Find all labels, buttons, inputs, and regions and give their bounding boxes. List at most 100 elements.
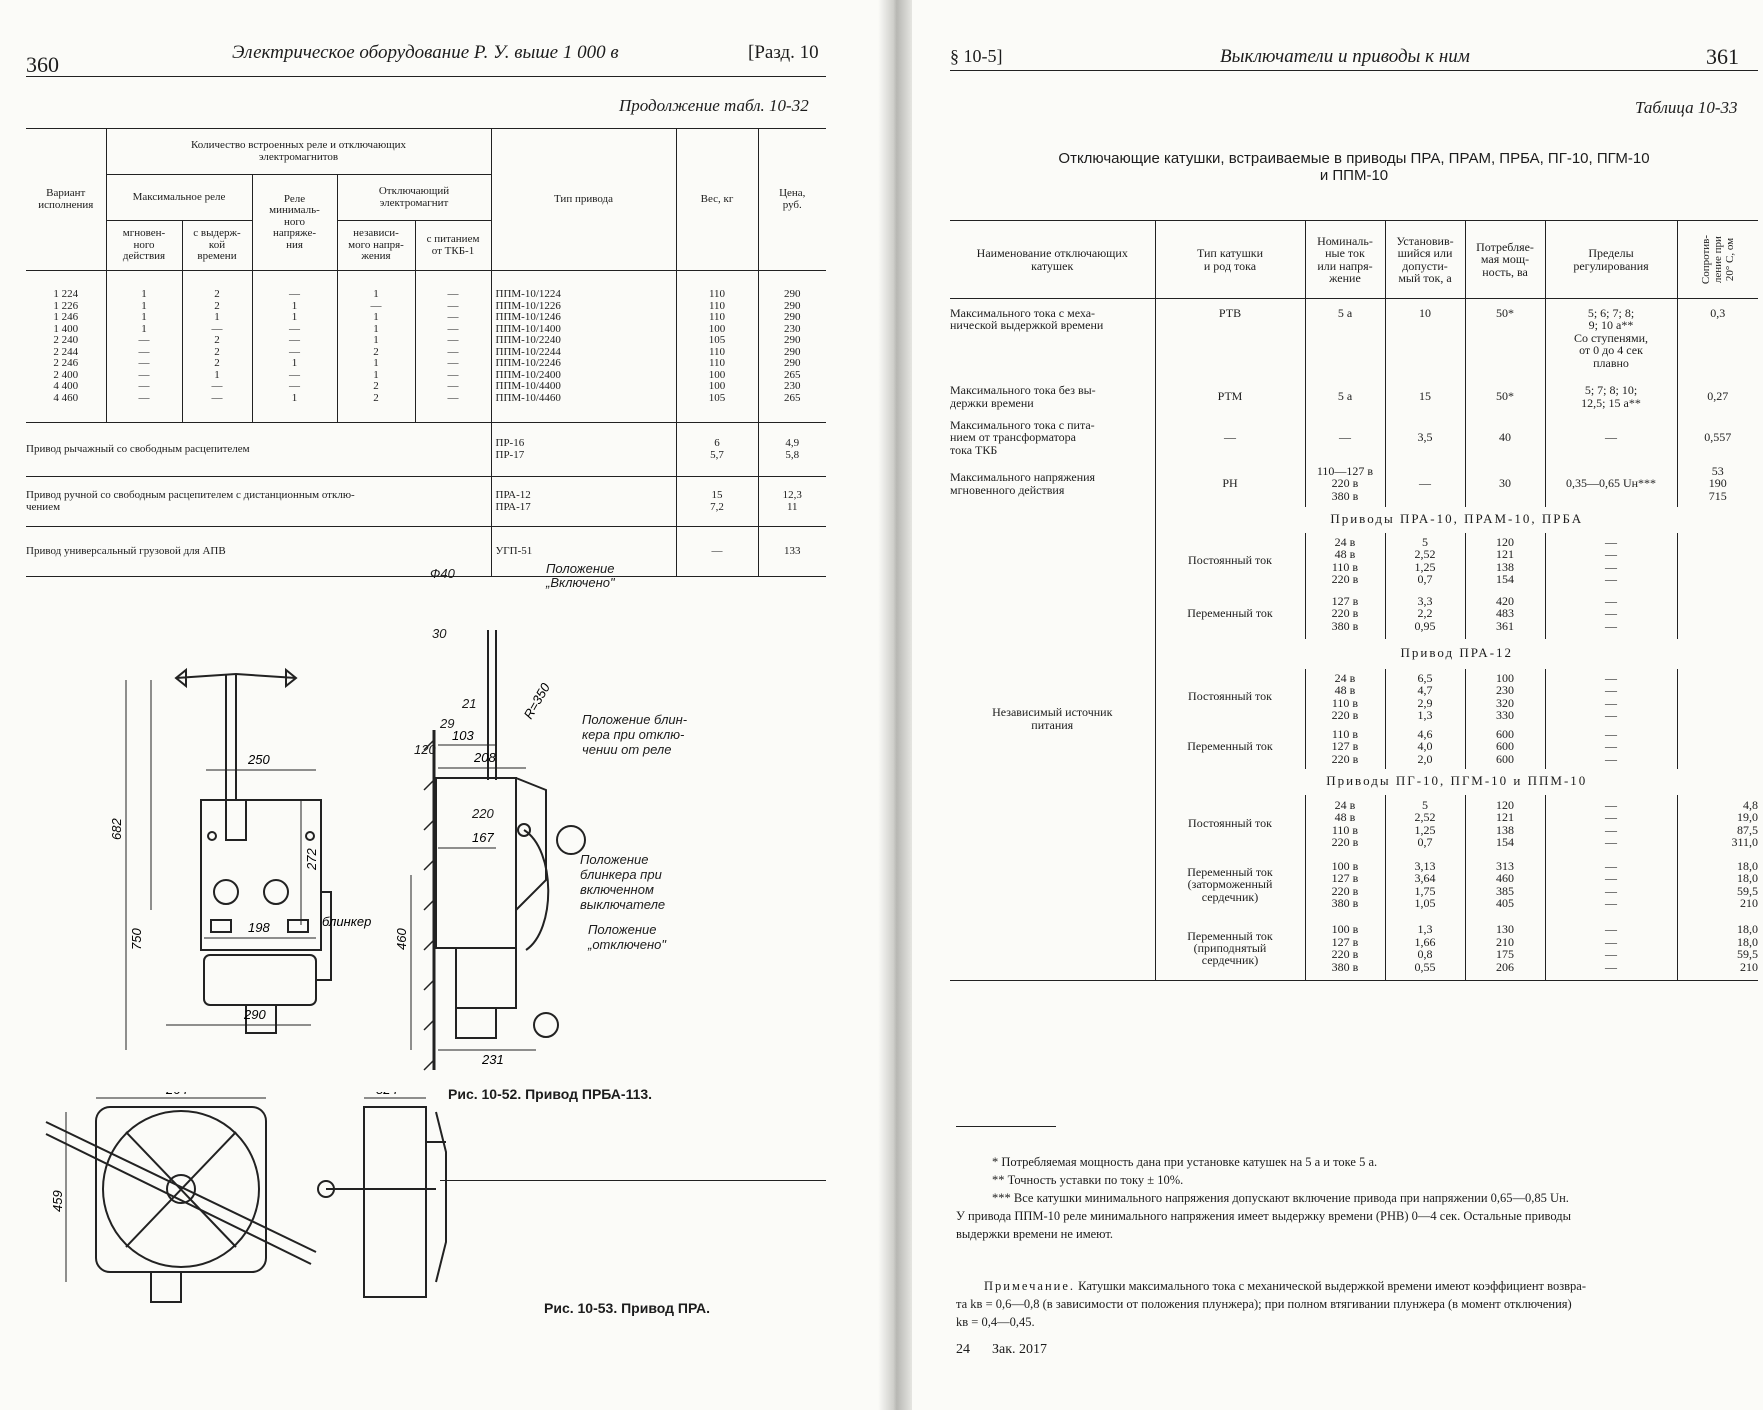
dim-208: 208 bbox=[473, 750, 496, 765]
figure-10-53-drawing: 264 524 459 bbox=[45, 1092, 447, 1303]
dim-30: 30 bbox=[432, 626, 447, 641]
section-number: § 10-5] bbox=[950, 46, 1003, 66]
cell-type: Постоянный ток bbox=[1154, 794, 1305, 853]
dim-250: 250 bbox=[247, 752, 270, 767]
header-price: Цена, руб. bbox=[757, 128, 826, 271]
cell-power: 100 230 320 330 bbox=[1464, 668, 1545, 725]
figure-10-52-caption: Рис. 10-52. Привод ПРБА-113. bbox=[448, 1086, 653, 1102]
row-weight: 6 5,7 bbox=[675, 422, 758, 477]
cell-regulation: — bbox=[1544, 414, 1677, 461]
note-line-3: kв = 0,4—0,45. bbox=[956, 1315, 1035, 1329]
cell-type: Переменный ток bbox=[1154, 588, 1305, 639]
cell-regulation: — — — bbox=[1544, 588, 1677, 639]
table-label: Таблица 10-33 bbox=[1635, 98, 1738, 117]
table-row: Привод рычажный со свободным расцепителе… bbox=[26, 422, 826, 477]
dim-103: 103 bbox=[452, 728, 474, 743]
table-row: Максимального напряжения мгновенного дей… bbox=[950, 460, 1758, 507]
header-resistance: Сопротив- ление при 20° С, ом bbox=[1699, 234, 1736, 285]
note-label: Примечание. bbox=[984, 1279, 1076, 1293]
drive-body bbox=[200, 799, 322, 951]
cell-power: 50* bbox=[1464, 378, 1545, 415]
cell-regulation: — — — — bbox=[1544, 916, 1677, 981]
table-10-33: Наименование отключающих катушек Тип кат… bbox=[950, 220, 1758, 981]
footnote-2: ** Точность уставки по току ± 10%. bbox=[992, 1173, 1184, 1187]
cell-nominal: 24 в 48 в 110 в 220 в bbox=[1304, 668, 1385, 725]
dim-220: 220 bbox=[472, 806, 494, 821]
cell-nominal: 100 в 127 в 220 в 380 в bbox=[1304, 852, 1385, 917]
cell-name: Максимального тока с меха- нической выде… bbox=[950, 306, 1104, 333]
header-instant: мгновен- ного действия bbox=[105, 220, 182, 271]
table-row: Переменный ток 110 в 127 в 220 в 4,6 4,0… bbox=[950, 724, 1758, 769]
cell-type: РН bbox=[1154, 460, 1305, 507]
cell-type: — bbox=[1154, 414, 1305, 461]
column-delay: 2 2 1 — 2 2 2 1 — — bbox=[181, 270, 252, 423]
row-label: Привод универсальный грузовой для АПВ bbox=[26, 544, 226, 557]
book-gutter bbox=[878, 0, 912, 1410]
pra-body-side bbox=[363, 1106, 427, 1298]
footnote-3: *** Все катушки минимального напряжения … bbox=[992, 1191, 1569, 1205]
cell-nominal: 127 в 220 в 380 в bbox=[1304, 588, 1385, 639]
dim-290: 290 bbox=[243, 1007, 266, 1022]
figure-10-53-caption: Рис. 10-53. Привод ПРА. bbox=[544, 1300, 711, 1316]
header-delay: с выдерж- кой времени bbox=[181, 220, 252, 271]
column-independent: 1 — 1 1 1 2 1 1 2 2 bbox=[336, 270, 415, 423]
footnote-rule bbox=[956, 1126, 1056, 1127]
blinker-box bbox=[203, 954, 317, 1006]
cell-regulation: — — — — bbox=[1544, 532, 1677, 589]
cell-regulation: 5; 7; 8; 10; 12,5; 15 а** bbox=[1544, 378, 1677, 415]
cell-settled: 3,5 bbox=[1384, 414, 1465, 461]
cell-regulation: — — — bbox=[1544, 724, 1677, 769]
label-on-position: Положение „Включено" bbox=[546, 561, 615, 590]
cell-name: Максимального напряжения мгновенного дей… bbox=[950, 470, 1096, 497]
table-title: Отключающие катушки, встраиваемые в прив… bbox=[1058, 150, 1650, 184]
signature-mark: 24 bbox=[956, 1342, 970, 1357]
cell-type: Постоянный ток bbox=[1154, 532, 1305, 589]
section-pra10: Приводы ПРА-10, ПРАМ-10, ПРБА bbox=[1154, 506, 1758, 533]
column-weight: 110 110 110 100 105 110 110 100 100 105 bbox=[675, 270, 758, 423]
cell-resistance: 18,0 18,0 59,5 210 bbox=[1676, 916, 1758, 981]
footnote-3-line-2: У привода ППМ-10 реле минимального напря… bbox=[956, 1209, 1571, 1223]
header-type: Тип привода bbox=[490, 128, 676, 271]
table-10-32: Вариант исполнения Количество встроенных… bbox=[26, 128, 826, 577]
cell-resistance: 0,557 bbox=[1676, 414, 1758, 461]
row-price: 133 bbox=[757, 526, 826, 577]
cell-regulation: — — — — bbox=[1544, 794, 1677, 853]
cell-power: 120 121 138 154 bbox=[1464, 532, 1545, 589]
cell-power: 600 600 600 bbox=[1464, 724, 1545, 769]
cell-name: Максимального тока без вы- держки времен… bbox=[950, 383, 1096, 410]
cell-type: Постоянный ток bbox=[1154, 668, 1305, 725]
header-rule-left bbox=[26, 76, 826, 77]
row-weight: 15 7,2 bbox=[675, 476, 758, 527]
cell-resistance: 18,0 18,0 59,5 210 bbox=[1676, 852, 1758, 917]
footnote-3-line-3: выдержки времени не имеют. bbox=[956, 1227, 1113, 1241]
running-title-left: Электрическое оборудование Р. У. выше 1 … bbox=[232, 42, 619, 63]
dim-524: 524 bbox=[376, 1092, 398, 1097]
header-power: Потребляе- мая мощ- ность, ва bbox=[1464, 220, 1545, 299]
figure-rule bbox=[440, 1180, 826, 1181]
cell-nominal: — bbox=[1304, 414, 1385, 461]
cell-resistance: 0,3 bbox=[1676, 298, 1758, 379]
cell-type: Переменный ток bbox=[1154, 724, 1305, 769]
table-row: Привод ручной со свободным расцепителем … bbox=[26, 476, 826, 527]
cell-type: Переменный ток (заторможенный сердечник) bbox=[1154, 852, 1305, 917]
header-independent: независи- мого напря- жения bbox=[336, 220, 415, 271]
cell-power: 40 bbox=[1464, 414, 1545, 461]
dim-272: 272 bbox=[304, 848, 319, 871]
section-ref: [Разд. 10 bbox=[748, 42, 819, 63]
header-rule-right bbox=[950, 70, 1758, 71]
figure-10-52-drawing: 185 682 750 250 272 198 290 блинкер 103 … bbox=[109, 630, 586, 1071]
dim-r350: R=350 bbox=[521, 680, 554, 722]
row-price: 4,9 5,8 bbox=[757, 422, 826, 477]
cell-regulation: 5; 6; 7; 8; 9; 10 а** Со ступенями, от 0… bbox=[1544, 298, 1677, 379]
label-off-position: Положение „отключено" bbox=[588, 922, 667, 952]
note: Примечание. Катушки максимального тока с… bbox=[984, 1278, 1586, 1295]
page-number-right: 361 bbox=[1706, 44, 1739, 69]
cell-power: 420 483 361 bbox=[1464, 588, 1545, 639]
section-pra12: Привод ПРА-12 bbox=[1154, 638, 1758, 669]
cell-settled: 5 2,52 1,25 0,7 bbox=[1384, 532, 1465, 589]
row-weight: — bbox=[675, 526, 758, 577]
header-regulation: Пределы регулирования bbox=[1544, 220, 1677, 299]
dim-198: 198 bbox=[248, 920, 270, 935]
header-variant: Вариант исполнения bbox=[38, 187, 94, 211]
column-tkb: — — — — — — — — — — bbox=[414, 270, 491, 423]
